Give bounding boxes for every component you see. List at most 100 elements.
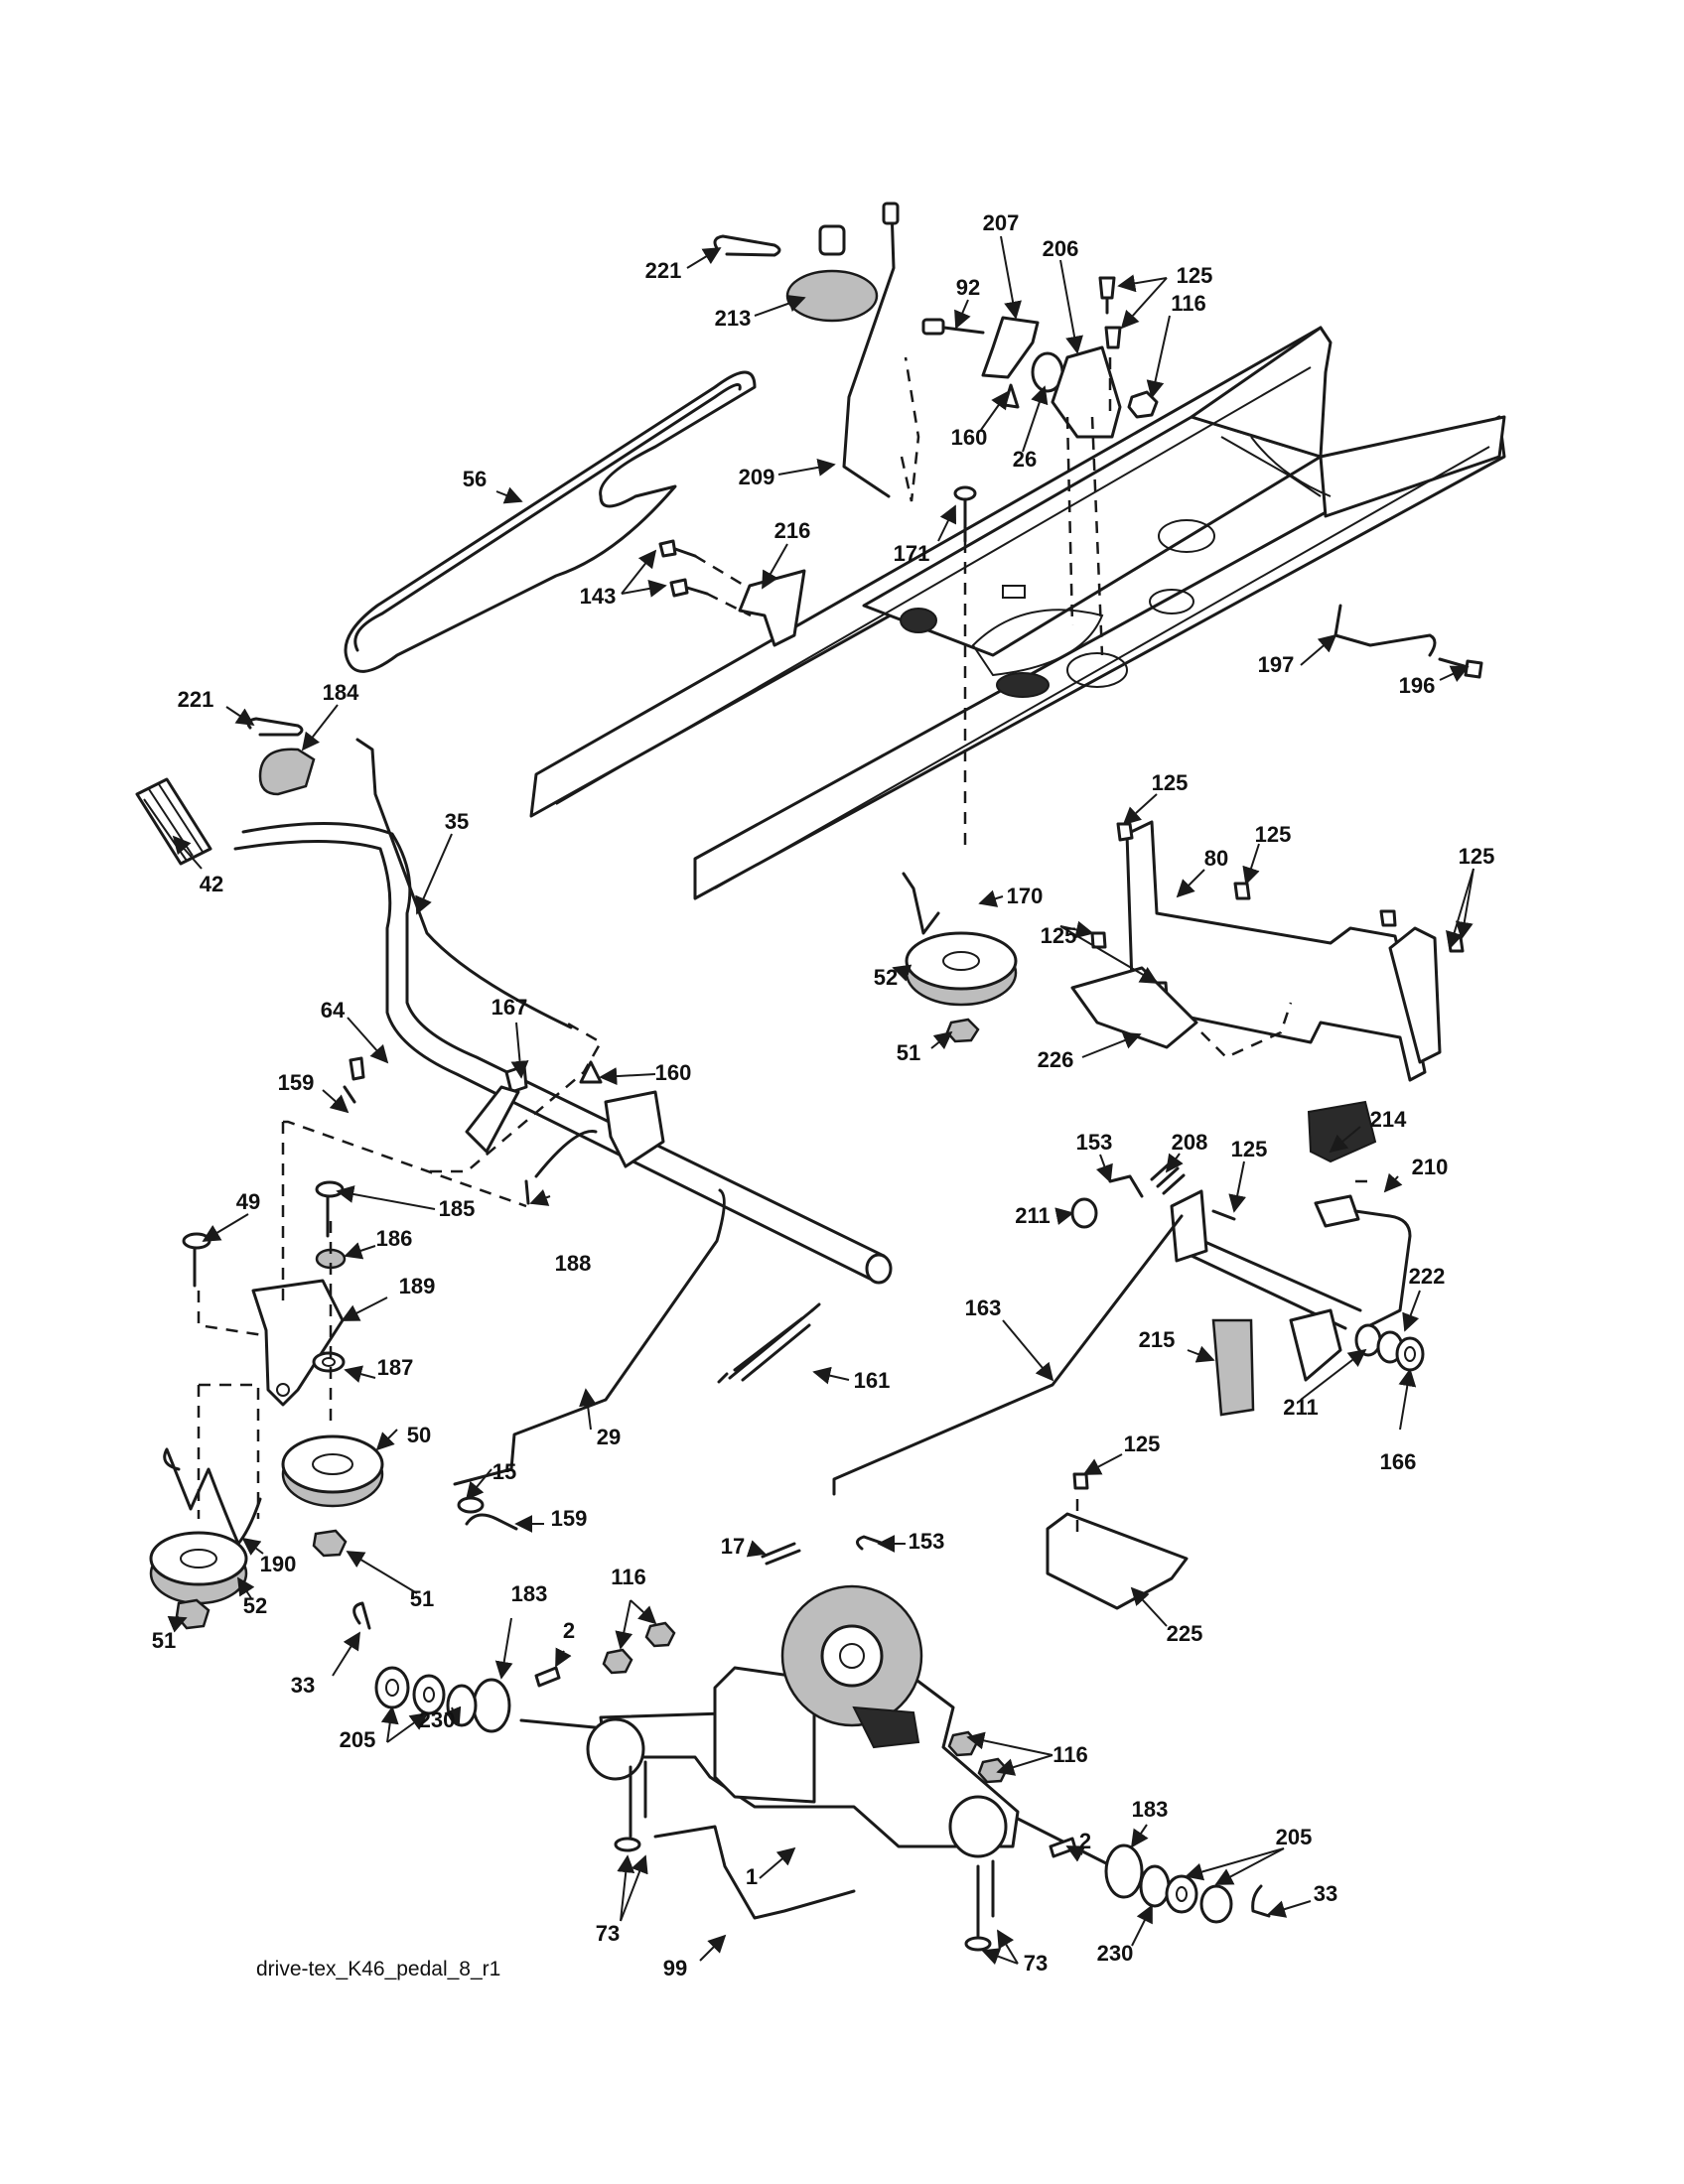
bracket-206 (1051, 345, 1122, 439)
callout-210: 210 (1412, 1155, 1449, 1179)
callout-125-bracket-a: 125 (1152, 770, 1189, 795)
bracket-225 (1046, 1512, 1189, 1610)
bolt-125-top (1098, 276, 1122, 349)
leader-lines (167, 235, 1474, 1966)
spacer-15 (457, 1496, 485, 1514)
callout-215: 215 (1139, 1327, 1176, 1352)
callout-42: 42 (200, 872, 223, 896)
callout-116-lower-left: 116 (611, 1565, 646, 1589)
callout-230-left: 230 (419, 1707, 456, 1732)
nut-51-left (175, 1598, 210, 1630)
pad-214 (1307, 1100, 1377, 1163)
callout-159-upper: 159 (278, 1070, 315, 1095)
callout-221-top: 221 (645, 258, 682, 283)
spring-190 (163, 1447, 262, 1546)
callout-116-lower-right: 116 (1052, 1742, 1088, 1767)
callout-225: 225 (1167, 1621, 1203, 1646)
callout-159-lower: 159 (551, 1506, 588, 1531)
assembly-dashed-lines (197, 356, 1375, 1534)
pin-159-upper (343, 1056, 365, 1104)
callout-125-bracket-d: 125 (1041, 923, 1077, 948)
rod-99 (653, 1825, 856, 1920)
bracket-188 (524, 1090, 665, 1205)
bolt-49 (182, 1232, 211, 1288)
bracket-216 (738, 569, 806, 647)
callout-213: 213 (715, 306, 752, 331)
washer-211-upper (1070, 1197, 1098, 1229)
bracket-80 (1125, 820, 1442, 1082)
pedal-arm-64 (233, 821, 893, 1285)
callout-186: 186 (376, 1226, 413, 1251)
pulley-52-left (149, 1531, 248, 1605)
callout-171: 171 (894, 541, 930, 566)
cap-184 (258, 748, 316, 796)
callout-153-lower: 153 (909, 1529, 945, 1554)
callout-197: 197 (1258, 652, 1295, 677)
callout-205-left: 205 (340, 1727, 376, 1752)
callout-214: 214 (1370, 1107, 1407, 1132)
callout-189: 189 (399, 1274, 436, 1298)
callout-125-lower: 125 (1124, 1432, 1161, 1456)
callout-208: 208 (1172, 1130, 1208, 1155)
callout-166: 166 (1380, 1449, 1417, 1474)
callout-211-lower: 211 (1283, 1395, 1319, 1420)
callout-50: 50 (407, 1423, 431, 1447)
callout-226: 226 (1038, 1047, 1074, 1072)
callout-92: 92 (956, 275, 980, 300)
callout-51-upper: 51 (897, 1040, 920, 1065)
callout-49: 49 (236, 1189, 260, 1214)
callout-73-right: 73 (1024, 1951, 1048, 1976)
callout-161: 161 (854, 1368, 891, 1393)
nut-51-upper (945, 1018, 980, 1043)
pulley-52-mid (905, 931, 1018, 1007)
callout-80: 80 (1204, 846, 1228, 871)
bracket-207 (921, 316, 1040, 379)
callout-183-left: 183 (511, 1581, 548, 1606)
callout-160-top: 160 (951, 425, 988, 450)
link-153-upper (1108, 1174, 1144, 1198)
callout-116-top: 116 (1171, 291, 1206, 316)
callout-125-bracket-b: 125 (1255, 822, 1292, 847)
clip-160-top (1003, 383, 1020, 409)
belt-56 (344, 370, 757, 673)
callout-167: 167 (491, 995, 528, 1020)
callout-51-left: 51 (152, 1628, 176, 1653)
bolt-171 (953, 485, 977, 543)
callout-29: 29 (597, 1425, 621, 1449)
callout-33-left: 33 (291, 1673, 315, 1698)
callout-51-mid: 51 (410, 1586, 434, 1611)
callout-188: 188 (555, 1251, 592, 1276)
callout-125-pedal: 125 (1231, 1137, 1268, 1161)
callout-230-right: 230 (1097, 1941, 1134, 1966)
callout-163: 163 (965, 1296, 1002, 1320)
link-153-lower (856, 1535, 886, 1551)
callout-143: 143 (580, 584, 617, 609)
plate-226 (1070, 966, 1198, 1049)
callout-2-left: 2 (563, 1618, 575, 1643)
callout-221-left: 221 (178, 687, 214, 712)
bolt-125-lower (1072, 1472, 1089, 1490)
shift-lever-209 (842, 202, 900, 498)
clip-160-mid (579, 1060, 603, 1084)
callout-26: 26 (1013, 447, 1037, 472)
callout-211-upper: 211 (1015, 1203, 1051, 1228)
pad-215 (1211, 1318, 1255, 1417)
clip-pin-221-left (246, 717, 304, 737)
bolt-125-pedal (1211, 1209, 1236, 1221)
callout-2-right: 2 (1079, 1829, 1091, 1853)
callout-56: 56 (463, 467, 487, 491)
callout-207: 207 (983, 210, 1020, 235)
pedal-210 (1190, 1194, 1412, 1382)
pulley-50 (281, 1434, 384, 1508)
callout-183-right: 183 (1132, 1797, 1169, 1822)
pivot-bracket (1170, 1189, 1208, 1263)
callout-170: 170 (1007, 884, 1044, 908)
rod-35 (355, 738, 573, 1029)
nut-51-mid (312, 1529, 348, 1558)
callout-99: 99 (663, 1956, 687, 1980)
washer-187 (312, 1351, 346, 1373)
callout-205-right: 205 (1276, 1825, 1313, 1849)
knob-213 (785, 224, 879, 323)
chassis-frame (529, 326, 1506, 900)
